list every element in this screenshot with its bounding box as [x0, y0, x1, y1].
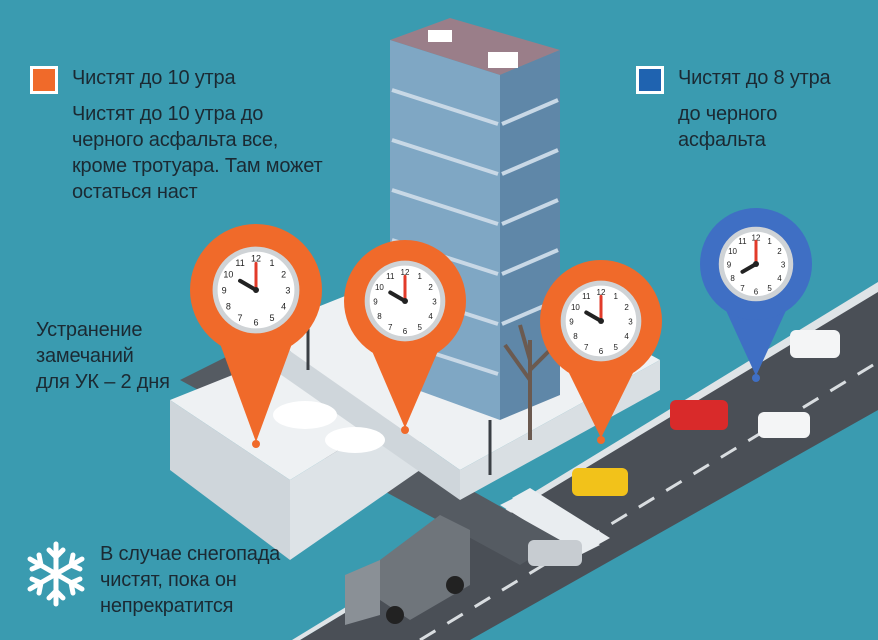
- clock-hub: [253, 287, 259, 293]
- clock-numeral: 2: [428, 283, 433, 292]
- clock-numeral: 1: [418, 272, 423, 281]
- clock-numeral: 10: [728, 247, 737, 256]
- clock-numeral: 5: [767, 284, 772, 293]
- legend-orange-title: Чистят до 10 утра: [72, 67, 236, 89]
- legend-orange-desc-4: остаться наст: [72, 181, 198, 203]
- clock-numeral: 12: [752, 233, 761, 242]
- clock-numeral: 4: [624, 332, 629, 341]
- parked-cars: [273, 401, 385, 453]
- clock-numeral: 7: [584, 343, 589, 352]
- clock-numeral: 11: [235, 258, 244, 268]
- pin-tail: [725, 308, 787, 376]
- clock-numeral: 7: [238, 313, 243, 323]
- clock-numeral: 12: [251, 254, 261, 264]
- pin-point: [401, 426, 409, 434]
- legend-blue-desc-2: асфальта: [678, 129, 766, 151]
- pin-point: [252, 440, 260, 448]
- clock-numeral: 2: [777, 247, 782, 256]
- clock-numeral: 8: [573, 332, 578, 341]
- hour-hand: [238, 278, 258, 292]
- clock-numeral: 9: [222, 286, 227, 296]
- clock-numeral: 12: [597, 288, 606, 297]
- clock-numeral: 2: [624, 303, 629, 312]
- clock-numeral: 3: [781, 261, 786, 270]
- clock-numeral: 10: [571, 303, 580, 312]
- clock-numeral: 12: [401, 268, 410, 277]
- clock-numeral: 7: [740, 284, 745, 293]
- clock-numeral: 5: [269, 313, 274, 323]
- legend-blue-swatch: [636, 66, 664, 94]
- road-cars: [528, 330, 840, 566]
- clock-numeral: 8: [377, 312, 382, 321]
- clock-hub: [402, 298, 408, 304]
- clock-numeral: 8: [226, 301, 231, 311]
- snow-note-line-3: непрекратится: [100, 595, 234, 617]
- clock-numeral: 5: [614, 343, 619, 352]
- legend-orange-desc-2: черного асфальта все,: [72, 129, 279, 151]
- clock-numeral: 1: [269, 258, 274, 268]
- clock-numeral: 9: [569, 318, 574, 327]
- clock-numeral: 3: [432, 298, 437, 307]
- truck-icon: [345, 515, 470, 625]
- legend-orange-desc-3: кроме тротуара. Там может: [72, 155, 323, 177]
- clock-numeral: 4: [777, 274, 782, 283]
- clock-numeral: 5: [418, 323, 423, 332]
- snow-note-line-1: В случае снегопада: [100, 543, 281, 565]
- clock-numeral: 1: [767, 237, 772, 246]
- clock-numeral: 6: [599, 347, 604, 356]
- clock-numeral: 11: [582, 292, 591, 301]
- pin-point: [752, 374, 760, 382]
- legend-blue-title: Чистят до 8 утра: [678, 67, 831, 89]
- clock-numeral: 9: [727, 261, 732, 270]
- clock-hub: [598, 318, 604, 324]
- clock-numeral: 4: [281, 301, 286, 311]
- clock-numeral: 3: [285, 286, 290, 296]
- pin-tail: [219, 342, 293, 442]
- legend-orange-desc-1: Чистят до 10 утра до: [72, 103, 264, 125]
- clock-numeral: 7: [388, 323, 393, 332]
- clock-numeral: 4: [428, 312, 433, 321]
- uk-note-line-3: для УК – 2 дня: [36, 371, 170, 393]
- clock-numeral: 3: [628, 318, 633, 327]
- clock-numeral: 11: [738, 237, 747, 246]
- clock-numeral: 10: [223, 270, 233, 280]
- clock-numeral: 10: [375, 283, 384, 292]
- pin-point: [597, 436, 605, 444]
- legend-orange-swatch: [30, 66, 58, 94]
- clock-numeral: 11: [386, 272, 395, 281]
- pin-tail: [567, 369, 635, 438]
- uk-note-line-1: Устранение: [36, 319, 143, 341]
- road-markings: [419, 360, 878, 640]
- clock-numeral: 1: [614, 292, 619, 301]
- legend-blue-desc-1: до черного: [678, 103, 778, 125]
- snowflake-icon: [27, 541, 85, 607]
- snow-note-line-2: чистят, пока он: [100, 569, 237, 591]
- clock-hub: [753, 261, 759, 267]
- clock-numeral: 6: [253, 317, 258, 327]
- clock-numeral: 8: [730, 274, 735, 283]
- clock-numeral: 2: [281, 270, 286, 280]
- clock-numeral: 9: [373, 298, 378, 307]
- pin-tail: [371, 349, 439, 428]
- clock-numeral: 6: [403, 327, 408, 336]
- clock-numeral: 6: [754, 288, 759, 297]
- uk-note-line-2: замечаний: [36, 345, 134, 367]
